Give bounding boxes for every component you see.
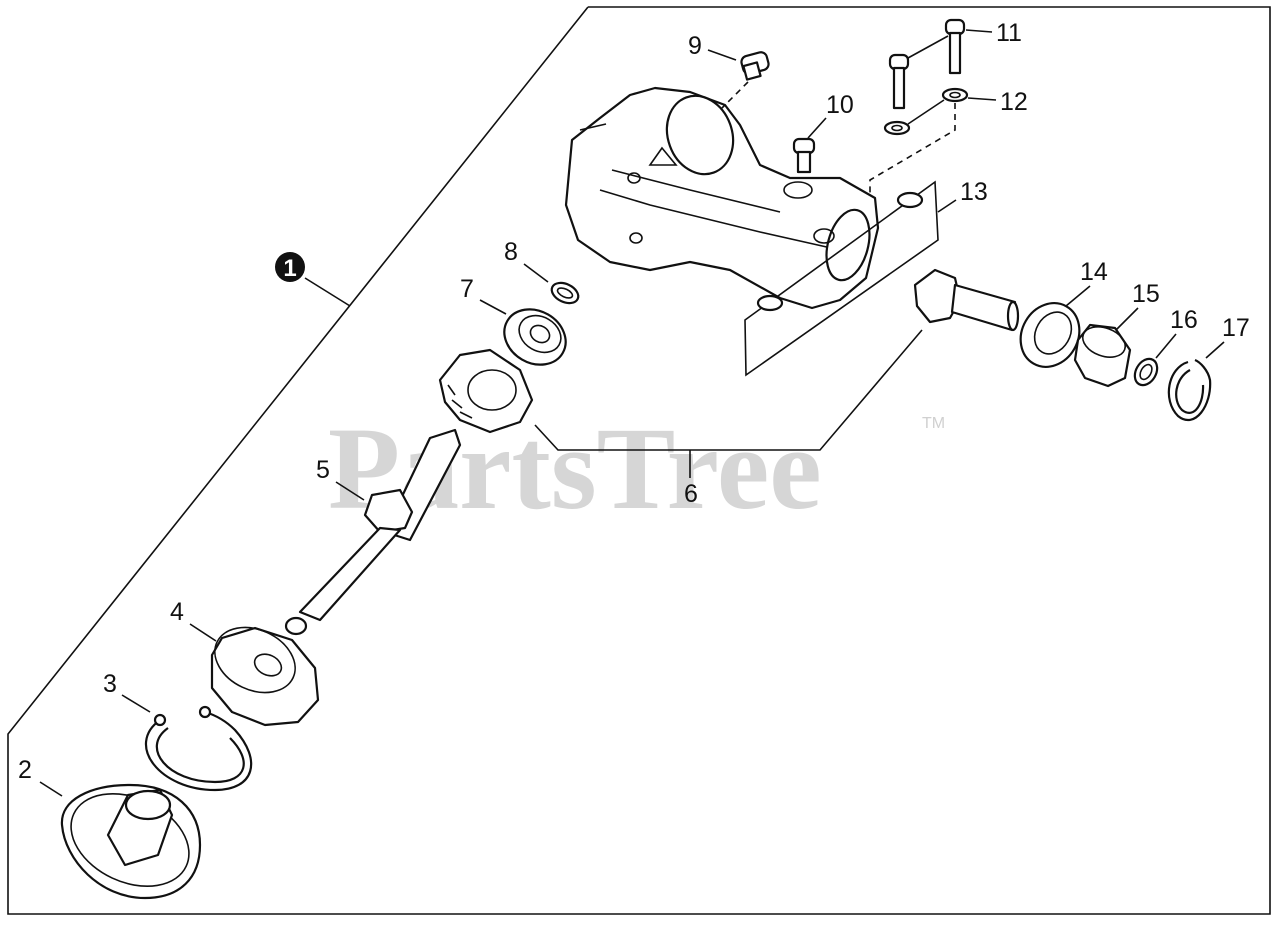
part-17-snap-ring [1167,358,1212,422]
callout-16: 16 [1155,306,1198,359]
svg-text:12: 12 [1000,88,1028,116]
part-16-ring [1133,357,1159,387]
callout-15: 15 [1115,280,1160,331]
callout-11: 11 [907,19,1022,59]
callout-8: 8 [504,238,549,283]
diagram-frame [7,6,1271,915]
part-5-shaft [284,428,462,636]
svg-text:5: 5 [316,456,330,484]
part-12-washers [883,87,969,136]
callout-13: 13 [937,178,988,213]
svg-text:7: 7 [460,275,474,303]
part-13-bracket-outline [744,180,939,377]
assembly-callout-circle [275,252,305,282]
svg-text:9: 9 [688,32,702,60]
svg-text:2: 2 [18,756,32,784]
svg-text:6: 6 [684,480,698,508]
svg-text:15: 15 [1132,280,1160,308]
svg-text:16: 16 [1170,306,1198,334]
assembly-callout-number: 1 [283,255,296,282]
part-10-bolt [792,137,816,174]
svg-text:8: 8 [504,238,518,266]
part-11-bolts [888,18,966,110]
part-8-ring [550,281,580,305]
callout-12: 12 [907,88,1028,125]
svg-text:17: 17 [1222,314,1250,342]
callout-4: 4 [170,598,217,642]
callout-9: 9 [688,32,737,61]
callout-6: 6 [684,480,698,508]
callout-17: 17 [1205,314,1250,359]
part-4-collar [210,626,320,727]
callout-3: 3 [103,670,151,713]
part-7-bearing [503,308,567,366]
callout-2: 2 [18,756,63,797]
callout-5: 5 [316,456,365,501]
svg-text:3: 3 [103,670,117,698]
svg-text:11: 11 [996,19,1022,47]
svg-text:4: 4 [170,598,184,626]
svg-text:14: 14 [1080,258,1108,286]
part-2-cap [60,783,202,900]
svg-text:13: 13 [960,178,988,206]
part-6-bevel-gear [438,348,534,434]
part-3-snap-ring [145,705,253,792]
callout-7: 7 [460,275,507,315]
gear-case-housing [564,86,880,310]
watermark-trademark: TM [922,415,945,432]
svg-text:10: 10 [826,91,854,119]
part-6-pinion-shaft [913,268,1020,332]
part-9-bolt [740,51,770,81]
part-15-collar [1073,323,1132,388]
callout-10: 10 [807,91,854,139]
callout-14: 14 [1065,258,1108,307]
part-14-bearing [1019,302,1081,368]
